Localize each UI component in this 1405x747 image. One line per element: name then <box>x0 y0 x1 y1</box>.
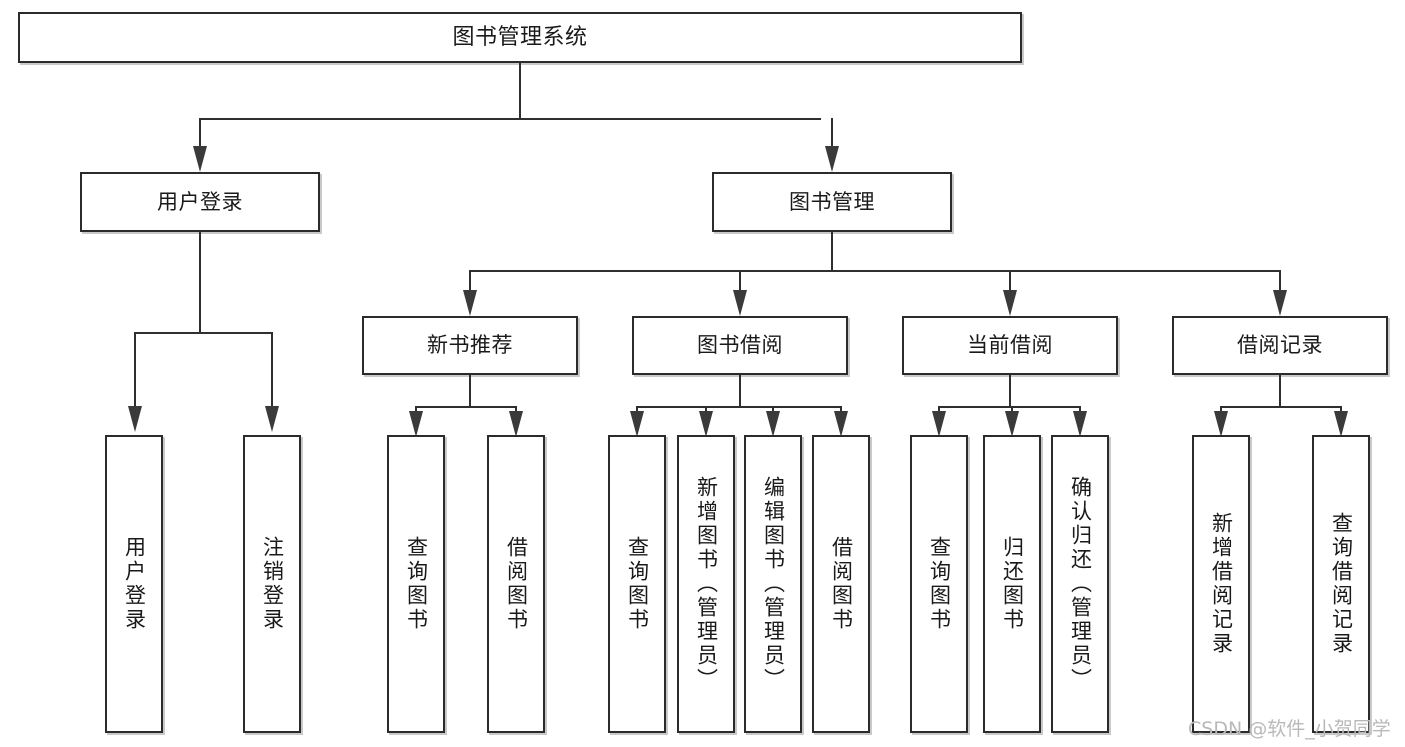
node-root[interactable]: 图书管理系统 <box>18 12 1022 63</box>
arrow-borrow-record-to-leaf-1 <box>1214 411 1228 437</box>
arrow-root-to-user-login <box>193 146 207 172</box>
connector-user-login-bar <box>134 332 272 334</box>
arrow-current-borrow-to-leaf-1 <box>932 411 946 437</box>
node-leaf-logout[interactable]: 注销登录 <box>243 435 301 733</box>
node-leaf-borrow-book-1[interactable]: 借阅图书 <box>487 435 545 733</box>
node-leaf-edit-book[interactable]: 编辑图书（管理员） <box>744 435 802 733</box>
node-book-borrow[interactable]: 图书借阅 <box>632 316 848 375</box>
node-leaf-borrow-book-2[interactable]: 借阅图书 <box>812 435 870 733</box>
node-current-borrow-label: 当前借阅 <box>967 333 1053 358</box>
node-borrow-record-label: 借阅记录 <box>1237 333 1323 358</box>
node-leaf-query-book-2-label: 查询图书 <box>625 536 650 632</box>
connector-book-manage-to-new-book-rec <box>469 270 471 292</box>
node-leaf-query-book-3[interactable]: 查询图书 <box>910 435 968 733</box>
connector-user-login-stem <box>199 232 201 333</box>
node-new-book-rec-label: 新书推荐 <box>427 333 513 358</box>
arrow-book-borrow-to-leaf-3 <box>766 411 780 437</box>
arrow-user-login-to-leaf-user-login <box>128 406 142 432</box>
node-leaf-logout-label: 注销登录 <box>260 536 285 632</box>
arrow-book-manage-to-current-borrow <box>1003 290 1017 316</box>
node-root-label: 图书管理系统 <box>452 24 588 50</box>
csdn-watermark: CSDN @软件_小贺同学 <box>1188 718 1391 740</box>
arrow-user-login-to-leaf-logout <box>265 406 279 432</box>
connector-borrow-record-bar <box>1220 406 1341 408</box>
node-leaf-edit-book-label: 编辑图书（管理员） <box>761 476 786 692</box>
arrow-current-borrow-to-leaf-2 <box>1005 411 1019 437</box>
arrow-book-manage-to-borrow-record <box>1273 290 1287 316</box>
arrow-book-borrow-to-leaf-4 <box>834 411 848 437</box>
node-leaf-confirm-return-label: 确认归还（管理员） <box>1068 476 1093 692</box>
connector-book-manage-to-book-borrow <box>739 270 741 292</box>
arrow-current-borrow-to-leaf-3 <box>1073 411 1087 437</box>
arrow-book-manage-to-new-book-rec <box>463 290 477 316</box>
node-leaf-add-book-label: 新增图书（管理员） <box>694 476 719 692</box>
node-leaf-borrow-book-2-label: 借阅图书 <box>829 536 854 632</box>
arrow-book-borrow-to-leaf-2 <box>699 411 713 437</box>
node-leaf-query-record-label: 查询借阅记录 <box>1329 512 1354 656</box>
node-leaf-return-book-label: 归还图书 <box>1000 536 1025 632</box>
connector-borrow-record-stem <box>1279 375 1281 408</box>
node-book-borrow-label: 图书借阅 <box>697 333 783 358</box>
connector-book-manage-to-borrow-record <box>1279 270 1281 292</box>
node-leaf-user-login[interactable]: 用户登录 <box>105 435 163 733</box>
connector-new-book-rec-stem <box>469 375 471 408</box>
connector-book-manage-bar <box>469 270 1281 272</box>
connector-user-login-to-leaf-logout <box>271 332 273 408</box>
node-leaf-confirm-return[interactable]: 确认归还（管理员） <box>1051 435 1109 733</box>
node-leaf-query-record[interactable]: 查询借阅记录 <box>1312 435 1370 733</box>
node-leaf-query-book-1-label: 查询图书 <box>404 536 429 632</box>
connector-current-borrow-stem <box>1009 375 1011 408</box>
connector-book-manage-to-current-borrow <box>1009 270 1011 292</box>
arrow-root-to-book-manage <box>825 146 839 172</box>
node-user-login[interactable]: 用户登录 <box>80 172 320 232</box>
node-leaf-borrow-book-1-label: 借阅图书 <box>504 536 529 632</box>
connector-new-book-rec-bar <box>415 406 516 408</box>
node-new-book-rec[interactable]: 新书推荐 <box>362 316 578 375</box>
connector-root-to-user-login <box>199 118 201 148</box>
node-current-borrow[interactable]: 当前借阅 <box>902 316 1118 375</box>
node-book-manage[interactable]: 图书管理 <box>712 172 952 232</box>
node-leaf-query-book-1[interactable]: 查询图书 <box>387 435 445 733</box>
arrow-new-book-rec-to-leaf-1 <box>409 411 423 437</box>
node-leaf-add-record-label: 新增借阅记录 <box>1209 512 1234 656</box>
connector-book-borrow-stem <box>739 375 741 408</box>
connector-current-borrow-bar <box>938 406 1081 408</box>
node-leaf-query-book-3-label: 查询图书 <box>927 536 952 632</box>
node-leaf-add-book[interactable]: 新增图书（管理员） <box>677 435 735 733</box>
node-leaf-user-login-label: 用户登录 <box>122 536 147 632</box>
connector-root-bar <box>199 118 821 120</box>
arrow-book-manage-to-book-borrow <box>733 290 747 316</box>
node-book-manage-label: 图书管理 <box>789 189 875 214</box>
connector-root-to-book-manage <box>831 118 833 148</box>
connector-root-stem <box>519 63 521 119</box>
arrow-new-book-rec-to-leaf-2 <box>509 411 523 437</box>
arrow-borrow-record-to-leaf-2 <box>1334 411 1348 437</box>
connector-user-login-to-leaf-user-login <box>134 332 136 408</box>
node-user-login-label: 用户登录 <box>157 189 243 214</box>
node-leaf-add-record[interactable]: 新增借阅记录 <box>1192 435 1250 733</box>
connector-book-manage-stem <box>831 232 833 272</box>
arrow-book-borrow-to-leaf-1 <box>630 411 644 437</box>
node-borrow-record[interactable]: 借阅记录 <box>1172 316 1388 375</box>
connector-book-borrow-bar <box>636 406 842 408</box>
node-leaf-return-book[interactable]: 归还图书 <box>983 435 1041 733</box>
node-leaf-query-book-2[interactable]: 查询图书 <box>608 435 666 733</box>
